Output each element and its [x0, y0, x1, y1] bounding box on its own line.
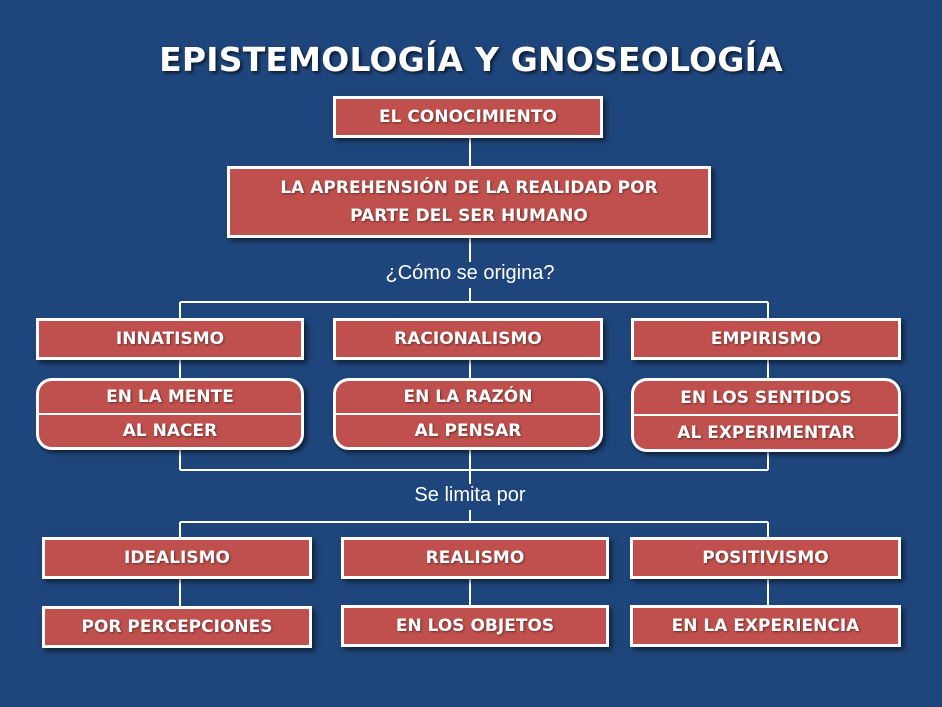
racionalismo-box: RACIONALISMO: [333, 318, 603, 360]
definition-box: LA APREHENSIÓN DE LA REALIDAD POR PARTE …: [227, 166, 711, 238]
innatismo-detail: EN LA MENTE AL NACER: [36, 378, 304, 450]
origin-question: ¿Cómo se origina?: [385, 262, 555, 284]
realismo-detail: EN LOS OBJETOS: [341, 605, 609, 647]
racionalismo-detail-top: EN LA RAZÓN: [336, 381, 600, 415]
innatismo-detail-bottom: AL NACER: [122, 421, 218, 441]
empirismo-box: EMPIRISMO: [631, 318, 901, 360]
positivismo-detail: EN LA EXPERIENCIA: [630, 605, 901, 647]
positivismo-box: POSITIVISMO: [630, 537, 901, 579]
idealismo-detail: POR PERCEPCIONES: [42, 606, 312, 648]
empirismo-detail-bottom: AL EXPERIMENTAR: [677, 422, 855, 443]
idealismo-box: IDEALISMO: [42, 537, 312, 579]
innatismo-box: INNATISMO: [36, 318, 304, 360]
innatismo-detail-top: EN LA MENTE: [39, 381, 301, 415]
realismo-box: REALISMO: [341, 537, 609, 579]
racionalismo-detail: EN LA RAZÓN AL PENSAR: [333, 378, 603, 450]
racionalismo-detail-bottom: AL PENSAR: [414, 421, 522, 441]
definition-line-1: LA APREHENSIÓN DE LA REALIDAD POR: [280, 178, 658, 198]
limits-question: Se limita por: [414, 484, 526, 506]
empirismo-detail: EN LOS SENTIDOS AL EXPERIMENTAR: [631, 378, 901, 452]
root-box: EL CONOCIMIENTO: [333, 96, 603, 138]
definition-line-2: PARTE DEL SER HUMANO: [350, 206, 588, 226]
empirismo-detail-top: EN LOS SENTIDOS: [634, 381, 898, 416]
slide-title: EPISTEMOLOGÍA Y GNOSEOLOGÍA: [159, 40, 783, 79]
